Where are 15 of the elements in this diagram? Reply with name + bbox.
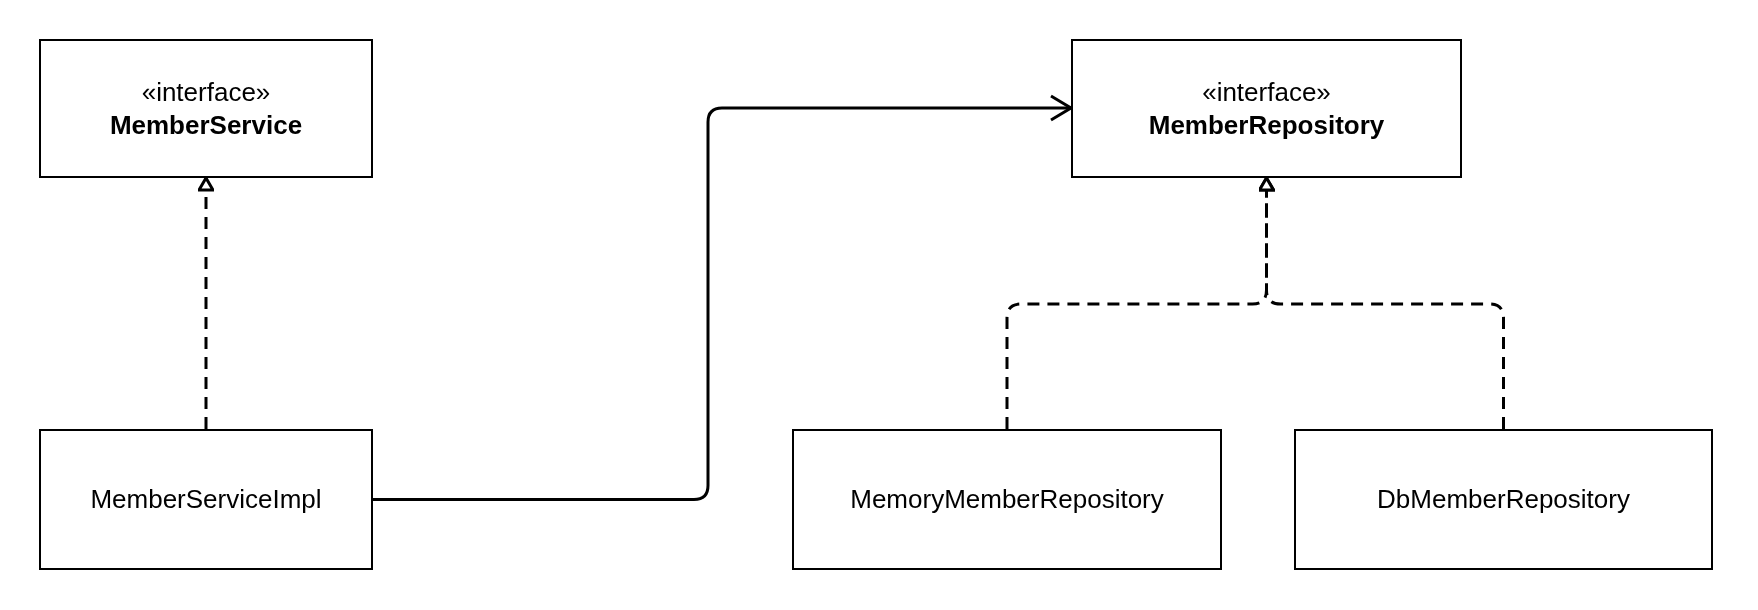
association-arrow [373, 94, 1073, 501]
stereotype-label: «interface» [1202, 76, 1331, 109]
class-name: MemberRepository [1148, 108, 1385, 141]
realization-arrow [197, 176, 215, 429]
class-name: DbMemberRepository [1377, 483, 1630, 516]
interface-box [1071, 39, 1462, 178]
stereotype-label: «interface» [141, 76, 271, 109]
class-name: MemoryMemberRepository [850, 483, 1164, 516]
class-box [792, 429, 1222, 570]
class-name: MemberServiceImpl [90, 483, 322, 516]
class-box [1294, 429, 1713, 570]
interface-box [39, 39, 373, 178]
class-box [39, 429, 373, 570]
class-name: MemberService [109, 108, 303, 141]
realization-arrow [1258, 176, 1505, 429]
